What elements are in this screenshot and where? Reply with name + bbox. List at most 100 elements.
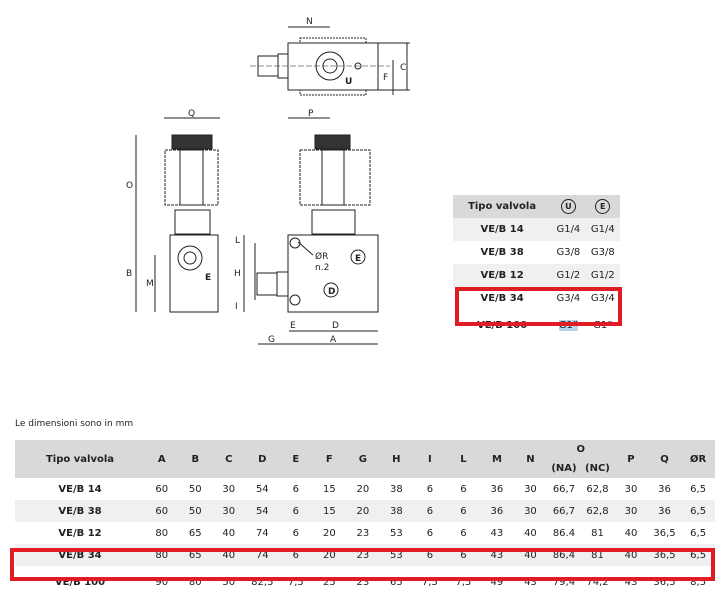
highlight-box-dimensions bbox=[10, 548, 715, 581]
cell: G1/2 bbox=[551, 264, 586, 287]
cell: 43 bbox=[624, 576, 638, 588]
cell: 6 bbox=[460, 527, 467, 539]
cell: G1/4 bbox=[585, 218, 620, 241]
col-header: F bbox=[312, 440, 347, 478]
cell: 23 bbox=[356, 527, 370, 539]
cell: 65 bbox=[390, 576, 403, 588]
cell: 36 bbox=[658, 483, 671, 495]
col-header: B bbox=[178, 440, 213, 478]
dim-label-m: M bbox=[146, 279, 154, 289]
cell: 66,7 bbox=[552, 483, 576, 495]
dim-label-e: E bbox=[290, 321, 296, 331]
dim-label-n2: n.2 bbox=[315, 263, 329, 273]
cell: 36,5 bbox=[653, 527, 676, 539]
cell: 6 bbox=[413, 500, 447, 522]
cell: 40 bbox=[222, 527, 236, 539]
cell: 20 bbox=[356, 483, 370, 495]
cell: 65 bbox=[188, 527, 202, 539]
cell: VE/B 100 bbox=[54, 576, 106, 588]
col-header: A bbox=[145, 440, 179, 478]
dim-label-q: Q bbox=[188, 109, 195, 119]
cell: 40 bbox=[624, 527, 638, 539]
cell: G3/8 bbox=[590, 247, 615, 258]
cell: 54 bbox=[255, 483, 269, 495]
cell: 80 bbox=[188, 576, 202, 588]
cell: 53 bbox=[390, 527, 403, 539]
cell: 6,5 bbox=[681, 500, 715, 522]
cell: VE/B 14 bbox=[453, 218, 552, 241]
cell: 62,8 bbox=[580, 500, 615, 522]
cell: VE/B 12 bbox=[453, 264, 552, 287]
col-subheader: (NC) bbox=[580, 459, 615, 478]
dim-label-b: B bbox=[126, 269, 132, 279]
dim-label-d: D bbox=[332, 321, 339, 331]
cell: 20 bbox=[322, 527, 336, 539]
cell: 6 bbox=[426, 527, 434, 539]
port-e-icon: E bbox=[595, 199, 611, 214]
col-header: N bbox=[513, 440, 548, 478]
col-header: Q bbox=[647, 440, 682, 478]
dim-label-a: A bbox=[330, 335, 337, 345]
cell: G1/2 bbox=[585, 264, 620, 287]
cell: 86.4 bbox=[552, 527, 576, 539]
dim-label-i: I bbox=[235, 302, 238, 312]
col-header: I bbox=[413, 440, 447, 478]
port-label-e: E bbox=[355, 254, 361, 264]
highlight-box-ports bbox=[455, 287, 622, 326]
cell: 40 bbox=[524, 527, 537, 539]
cell: 81 bbox=[591, 527, 604, 539]
top-view bbox=[250, 26, 410, 96]
dim-label-f: F bbox=[383, 73, 388, 83]
col-header: M bbox=[480, 440, 514, 478]
port-label-d: D bbox=[328, 287, 335, 297]
cell: 20 bbox=[346, 500, 380, 522]
dim-label-r: ØR bbox=[315, 251, 328, 262]
col-header: O bbox=[547, 440, 615, 459]
cell: 74 bbox=[255, 527, 269, 539]
cell: 6,5 bbox=[690, 483, 707, 495]
port-label-u: U bbox=[345, 77, 352, 87]
cell: 60 bbox=[145, 500, 179, 522]
cell: 6 bbox=[292, 527, 299, 539]
cell: 6,5 bbox=[690, 527, 707, 539]
cell: 43 bbox=[490, 527, 504, 539]
cell: 38 bbox=[390, 483, 403, 495]
cell: 66,7 bbox=[547, 500, 581, 522]
cell: 50 bbox=[188, 483, 202, 495]
col-header: Tipo valvola bbox=[15, 440, 145, 478]
col-header: P bbox=[614, 440, 648, 478]
cell: VE/B 34 bbox=[480, 293, 524, 304]
port-u-icon: U bbox=[560, 199, 576, 214]
valve-technical-drawing: N C F U Q O B M E P L H I ØR n.2 E D E D… bbox=[126, 17, 410, 345]
cell: 49 bbox=[490, 576, 504, 588]
cell: VE/B 14 bbox=[58, 483, 102, 495]
cell: 15 bbox=[312, 500, 347, 522]
cell: 50 bbox=[222, 576, 236, 588]
cell: 6 bbox=[426, 483, 434, 495]
col-header-tipo: Tipo valvola bbox=[453, 195, 552, 218]
cell: G3/4 bbox=[556, 293, 581, 304]
cell: 30 bbox=[222, 483, 236, 495]
cell: 30 bbox=[212, 500, 246, 522]
cell: 30 bbox=[513, 500, 548, 522]
cell: 7,5 bbox=[287, 576, 304, 588]
cell: 62,8 bbox=[586, 483, 609, 495]
cell: 23 bbox=[356, 576, 370, 588]
cell: 25 bbox=[322, 576, 336, 588]
col-header: E bbox=[279, 440, 313, 478]
port-label-e-left: E bbox=[205, 273, 211, 283]
cell: 6 bbox=[446, 500, 481, 522]
cell: G3/8 bbox=[556, 247, 581, 258]
dim-label-g: G bbox=[268, 335, 275, 345]
cell: VE/B 38 bbox=[15, 500, 145, 522]
units-note: Le dimensioni sono in mm bbox=[15, 419, 134, 429]
dim-label-o: O bbox=[126, 181, 133, 191]
col-header: L bbox=[446, 440, 481, 478]
cell: 36 bbox=[480, 500, 514, 522]
